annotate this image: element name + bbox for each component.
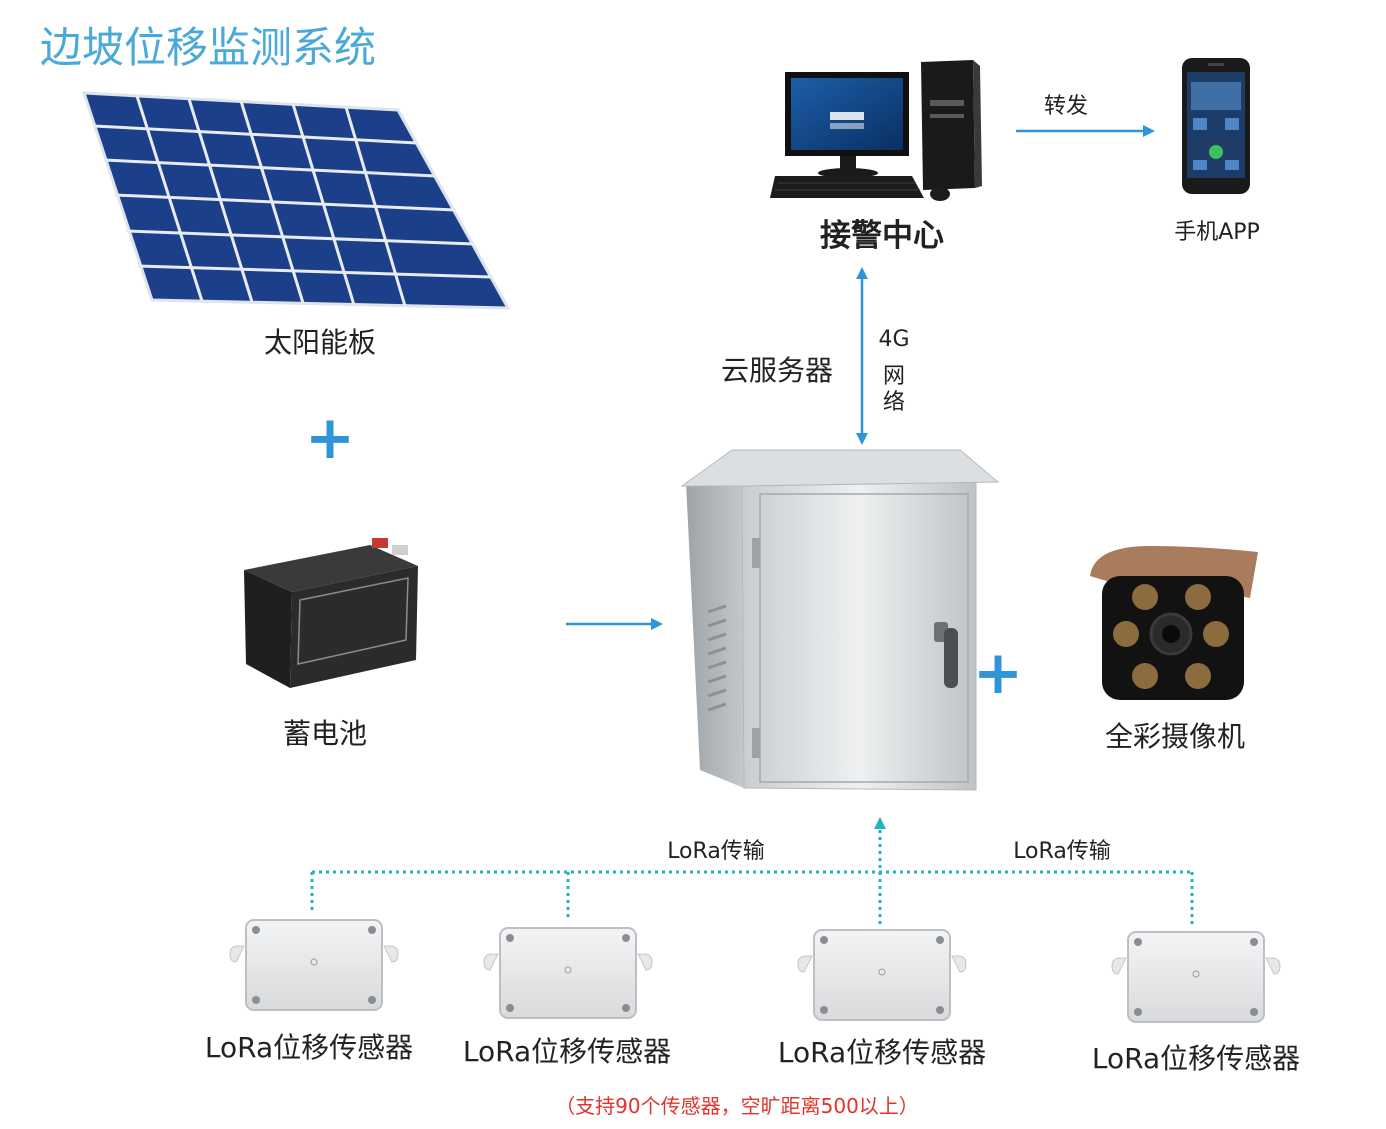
phone-app-label: 手机APP xyxy=(1174,220,1260,245)
sensor-label-2: LoRa位移传感器 xyxy=(463,1035,671,1068)
solar-panel-icon xyxy=(81,91,511,310)
forward-label: 转发 xyxy=(1044,94,1088,119)
diagram-title: 边坡位移监测系统 xyxy=(40,23,376,72)
lora-network-lines xyxy=(310,817,1194,928)
network-char-1: 网 xyxy=(883,364,905,389)
alarm-center-label: 接警中心 xyxy=(820,218,944,254)
cloud-server-label: 云服务器 xyxy=(721,354,833,387)
desktop-computer-icon xyxy=(770,60,982,201)
sensor-box-icon xyxy=(483,927,653,1019)
sensor-label-1: LoRa位移传感器 xyxy=(205,1031,413,1064)
sensor-label-3: LoRa位移传感器 xyxy=(778,1036,986,1069)
plus-sign-right: + xyxy=(973,638,1023,708)
camera-icon xyxy=(1090,546,1258,700)
camera-label: 全彩摄像机 xyxy=(1105,720,1245,753)
lora-transmission-left: LoRa传输 xyxy=(667,839,765,864)
sensor-label-4: LoRa位移传感器 xyxy=(1092,1042,1300,1075)
sensor-box-icon xyxy=(229,919,399,1011)
smartphone-icon xyxy=(1182,58,1250,194)
sensor-box-icon xyxy=(1111,931,1281,1023)
footnote: （支持90个传感器，空旷距离500以上） xyxy=(555,1094,919,1118)
lora-transmission-right: LoRa传输 xyxy=(1013,839,1111,864)
plus-sign-left: + xyxy=(305,403,355,473)
solar-panel-label: 太阳能板 xyxy=(264,326,376,359)
network-4g-label: 4G xyxy=(878,327,909,352)
steel-cabinet-icon xyxy=(680,449,1000,791)
network-char-2: 络 xyxy=(883,390,905,415)
sensor-box-icon xyxy=(797,929,967,1021)
battery-label: 蓄电池 xyxy=(283,717,367,750)
battery-icon xyxy=(244,538,418,688)
